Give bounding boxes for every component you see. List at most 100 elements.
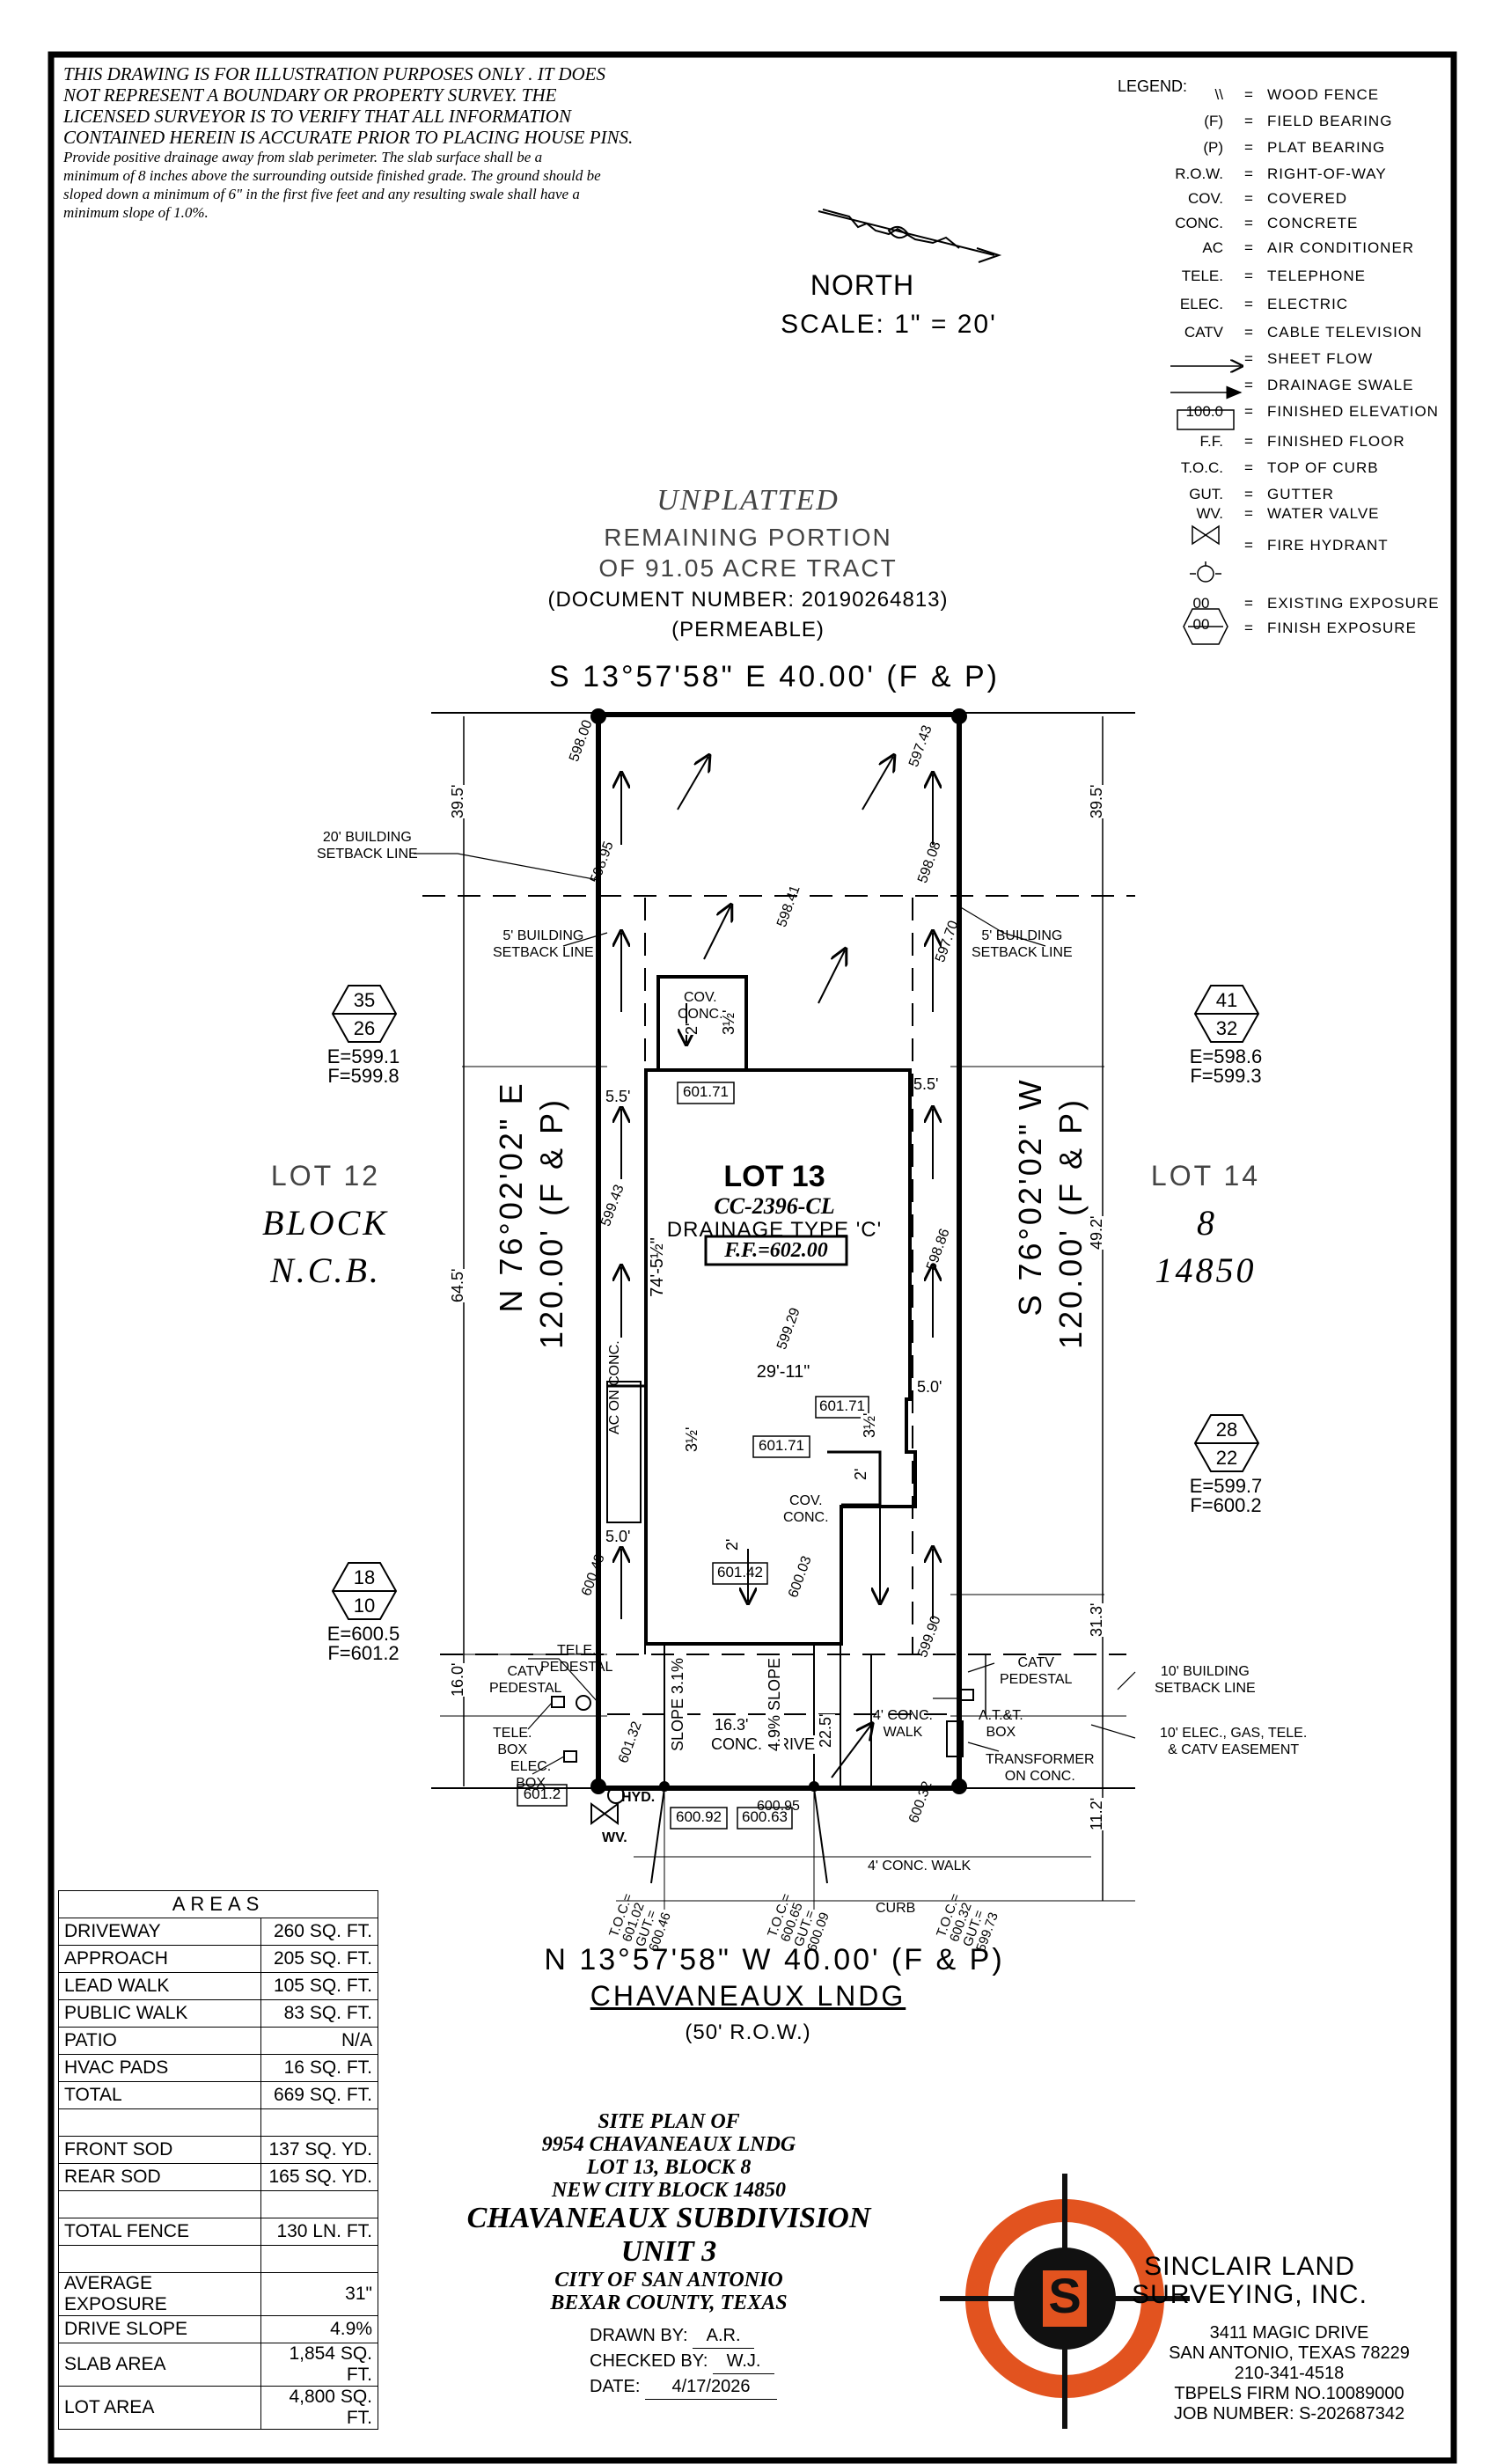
company-name-1: SINCLAIR LAND xyxy=(1144,2252,1355,2281)
lot-boundary xyxy=(431,712,1135,1791)
exposure-existing-elev: E=599.1 xyxy=(326,1045,400,1067)
setback-label-line: 5' BUILDING xyxy=(502,928,584,943)
unplatted-line1: REMAINING PORTION xyxy=(604,524,892,551)
legend-row: WV.=WATER VALVE xyxy=(1100,505,1452,526)
bearing-left-1: N 76°02'02" E xyxy=(493,1081,529,1313)
legend-row: CONC.=CONCRETE xyxy=(1100,215,1452,236)
areas-value: N/A xyxy=(260,2027,378,2055)
legend-symbols xyxy=(1170,366,1241,645)
legend-eq: = xyxy=(1244,620,1253,636)
setback-label-line: 5' BUILDING xyxy=(981,928,1063,943)
legend-symbol: 00 xyxy=(1192,616,1210,633)
areas-label: SLAB AREA xyxy=(58,2343,261,2387)
house-plan: CC-2396-CL xyxy=(714,1193,835,1219)
legend-desc: WATER VALVE xyxy=(1267,505,1380,522)
dimension-label: 2' xyxy=(683,1023,701,1035)
legend-eq: = xyxy=(1244,505,1253,522)
easement-label: 10' ELEC., GAS, TELE.& CATV EASEMENT xyxy=(1160,1725,1307,1758)
disclaimer-line: THIS DRAWING IS FOR ILLUSTRATION PURPOSE… xyxy=(63,63,605,84)
legend-eq: = xyxy=(1244,239,1253,256)
areas-value: 1,854 SQ. FT. xyxy=(260,2343,378,2387)
date-label: DATE: xyxy=(590,2377,641,2396)
areas-label xyxy=(58,2190,261,2218)
dimension-label: SLOPE 3.1% xyxy=(669,1657,687,1751)
legend-row: T.O.C.=TOP OF CURB xyxy=(1100,459,1452,480)
tele-box-label: TELE.BOX xyxy=(493,1725,532,1758)
unplatted-line2: OF 91.05 ACRE TRACT xyxy=(598,554,898,582)
areas-label: HVAC PADS xyxy=(58,2054,261,2082)
title-line: CITY OF SAN ANTONIO xyxy=(554,2269,783,2292)
legend-eq: = xyxy=(1244,190,1253,207)
exposure-existing-elev: E=598.6 xyxy=(1189,1045,1263,1067)
legend-eq: = xyxy=(1244,215,1253,231)
bearing-right-2: 120.00' (F & P) xyxy=(1052,1097,1089,1349)
drawing-credits: DRAWN BY: A.R. CHECKED BY: W.J. DATE: 4/… xyxy=(590,2323,854,2400)
setback-label-line: 10' BUILDING xyxy=(1160,1664,1250,1679)
unplatted-perm: (PERMEABLE) xyxy=(671,618,825,642)
legend-row: TELE.=TELEPHONE xyxy=(1100,268,1452,289)
exposure-finish-elev: F=600.2 xyxy=(1190,1494,1262,1516)
job-number: JOB NUMBER: S-202687342 xyxy=(1173,2404,1405,2424)
legend-eq: = xyxy=(1244,113,1253,129)
subdivision-name: CHAVANEAUX SUBDIVISION xyxy=(466,2202,871,2234)
address-line: 3411 MAGIC DRIVE xyxy=(1209,2323,1369,2343)
legend-eq: = xyxy=(1244,595,1253,612)
exposure-finish: 32 xyxy=(1215,1017,1238,1039)
exposure-finish-elev: F=599.8 xyxy=(327,1065,400,1087)
dimension-label: 5.5' xyxy=(605,1088,631,1106)
company-address: 3411 MAGIC DRIVE SAN ANTONIO, TEXAS 7822… xyxy=(1144,2323,1434,2424)
company-name-2: SURVEYING, INC. xyxy=(1132,2280,1368,2309)
legend-desc: WOOD FENCE xyxy=(1267,86,1380,103)
easement-label-line: & CATV EASEMENT xyxy=(1168,1742,1300,1757)
areas-value: 4.9% xyxy=(260,2315,378,2343)
dimension-label: 2' xyxy=(852,1468,870,1480)
areas-value: 83 SQ. FT. xyxy=(260,1999,378,2028)
legend-symbol: CONC. xyxy=(1175,215,1223,231)
legend-desc: SHEET FLOW xyxy=(1267,350,1374,367)
legend-eq: = xyxy=(1244,486,1253,502)
areas-label xyxy=(58,2245,261,2273)
legend-eq: = xyxy=(1244,377,1253,393)
ac-pad-label: AC ON CONC. xyxy=(607,1340,622,1434)
elevation-box-value: 601.71 xyxy=(759,1437,804,1454)
legend-symbol: CATV xyxy=(1184,324,1223,341)
legend-eq: = xyxy=(1244,268,1253,284)
legend-desc: TOP OF CURB xyxy=(1267,459,1379,476)
areas-value: 165 SQ. YD. xyxy=(260,2163,378,2191)
exposure-existing: 18 xyxy=(353,1566,376,1588)
elec-box-label-line: ELEC. xyxy=(510,1759,552,1774)
scale-label: SCALE: 1" = 20' xyxy=(781,310,997,339)
legend-row: =DRAINAGE SWALE xyxy=(1100,377,1452,398)
legend-symbol: 100.0 xyxy=(1185,403,1223,420)
exposure-finish: 10 xyxy=(353,1595,376,1617)
catv-pedestal-label-line: PEDESTAL xyxy=(489,1681,562,1696)
corner-pin xyxy=(951,1778,967,1794)
transformer-label-line: TRANSFORMER xyxy=(986,1752,1095,1767)
date-value: 4/17/2026 xyxy=(644,2374,777,2400)
drainage-type: DRAINAGE TYPE 'C' xyxy=(666,1218,883,1242)
drawn-value: A.R. xyxy=(693,2323,755,2349)
conc-walk-label-line: WALK xyxy=(883,1725,923,1740)
legend-eq: = xyxy=(1244,139,1253,156)
unplatted-doc: (DOCUMENT NUMBER: 20190264813) xyxy=(547,588,949,612)
bearing-right-1: S 76°02'02" W xyxy=(1012,1077,1048,1316)
drainage-note-line: minimum of 8 inches above the surroundin… xyxy=(63,167,601,184)
legend-row: 00=FINISH EXPOSURE xyxy=(1100,616,1452,641)
unplatted-title: UNPLATTED xyxy=(656,484,840,517)
legend-desc: FIELD BEARING xyxy=(1267,113,1393,129)
transformer-label-line: ON CONC. xyxy=(1004,1769,1075,1784)
legend-symbol: \\ xyxy=(1214,86,1223,103)
areas-label: PATIO xyxy=(58,2027,261,2055)
areas-label: LOT AREA xyxy=(58,2386,261,2430)
covered-concrete-label-line: COV. xyxy=(683,990,717,1005)
areas-value: 205 SQ. FT. xyxy=(260,1945,378,1973)
legend-symbol: COV. xyxy=(1187,190,1223,207)
